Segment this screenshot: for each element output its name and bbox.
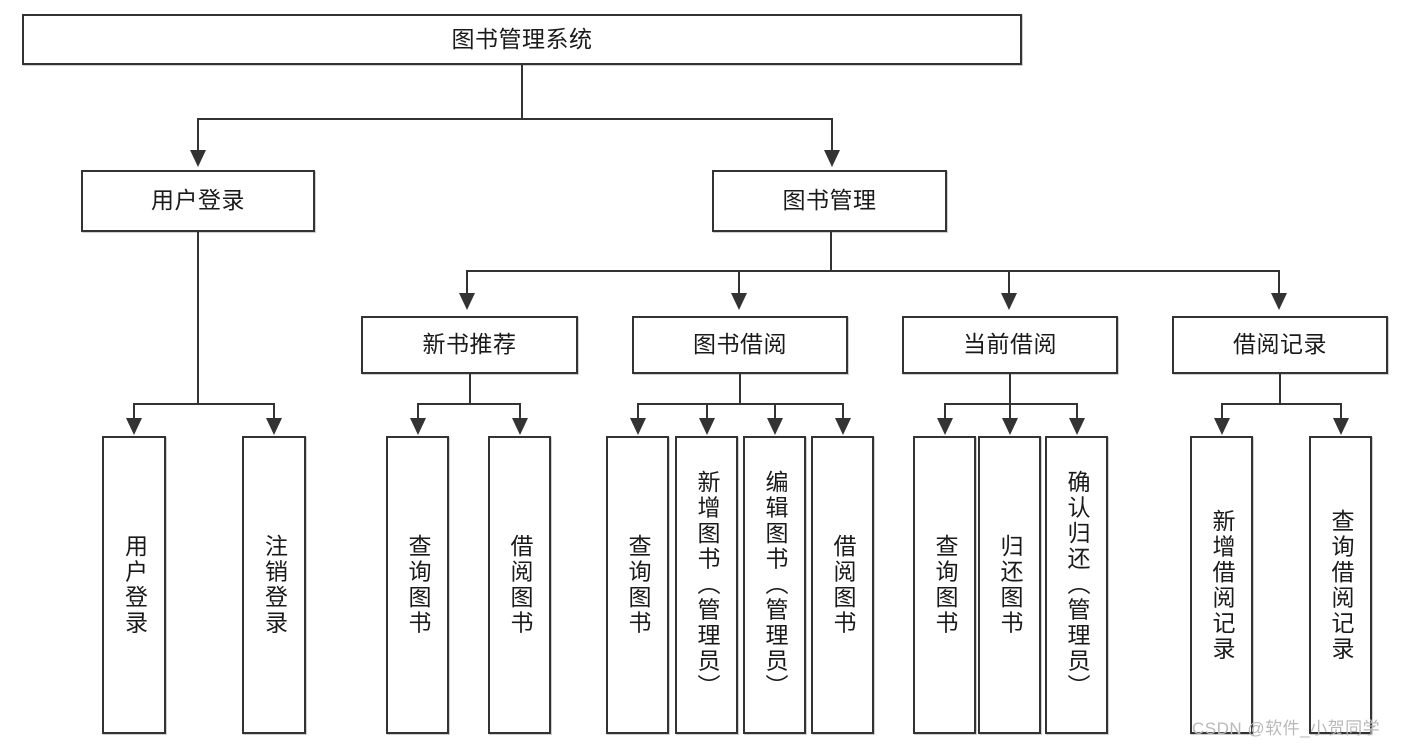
leaf-current-borrow-query[interactable]: 查询图书: [913, 436, 976, 734]
edge-borrow-records-leaf-1: [1221, 403, 1223, 420]
edge-bm-to-book-borrow: [738, 270, 740, 295]
node-label: 查询图书: [932, 534, 958, 636]
node-label: 查询图书: [405, 534, 431, 636]
edge-borrow-records-bus: [1221, 403, 1341, 405]
edge-new-book-leaf-1: [417, 403, 419, 420]
edge-user-login-to-leaf-1: [133, 403, 135, 420]
node-new-book-recommend[interactable]: 新书推荐: [361, 316, 578, 374]
arrowhead-borrow-records: [1271, 293, 1287, 310]
edge-user-login-bus: [133, 403, 275, 405]
edge-new-book-stem: [469, 374, 471, 403]
node-label: 用户登录: [151, 187, 245, 214]
node-label: 编辑图书（管理员）: [762, 470, 788, 700]
node-label: 注销登录: [261, 534, 288, 636]
node-borrow-records[interactable]: 借阅记录: [1172, 316, 1388, 374]
arrowhead-current-borrow-leaf-3: [1069, 418, 1085, 435]
node-label: 借阅图书: [507, 534, 533, 636]
edge-new-book-bus: [417, 403, 521, 405]
edge-current-borrow-stem: [1009, 374, 1011, 403]
edge-user-login-to-leaf-2: [273, 403, 275, 420]
leaf-current-borrow-return[interactable]: 归还图书: [978, 436, 1041, 734]
node-label: 用户登录: [121, 534, 148, 636]
edge-book-borrow-bus: [637, 403, 843, 405]
edge-book-borrow-leaf-3: [774, 403, 776, 420]
edge-current-borrow-leaf-2: [1009, 403, 1011, 420]
leaf-new-book-borrow[interactable]: 借阅图书: [488, 436, 551, 734]
node-label: 确认归还（管理员）: [1064, 470, 1090, 700]
edge-book-borrow-leaf-4: [842, 403, 844, 420]
edge-root-stem: [521, 65, 523, 118]
node-current-borrow[interactable]: 当前借阅: [902, 316, 1118, 374]
edge-current-borrow-leaf-3: [1076, 403, 1078, 420]
edge-book-management-bus: [466, 270, 1280, 272]
edge-root-to-book-management: [831, 118, 833, 151]
node-label: 归还图书: [997, 534, 1023, 636]
edge-new-book-leaf-2: [519, 403, 521, 420]
node-book-borrow[interactable]: 图书借阅: [632, 316, 848, 374]
arrowhead-new-book-leaf-1: [410, 418, 426, 435]
leaf-borrow-records-add[interactable]: 新增借阅记录: [1190, 436, 1253, 734]
leaf-book-borrow-query[interactable]: 查询图书: [606, 436, 669, 734]
leaf-book-borrow-edit[interactable]: 编辑图书（管理员）: [743, 436, 806, 734]
leaf-borrow-records-query[interactable]: 查询借阅记录: [1309, 436, 1372, 734]
node-label: 图书管理: [782, 187, 877, 214]
node-label: 新增借阅记录: [1209, 508, 1235, 662]
arrowhead-book-borrow-leaf-2: [699, 418, 715, 435]
node-book-management[interactable]: 图书管理: [712, 170, 947, 232]
arrowhead-book-borrow: [731, 293, 747, 310]
edge-current-borrow-leaf-1: [944, 403, 946, 420]
arrowhead-new-book-recommend: [459, 293, 475, 310]
node-label: 图书借阅: [693, 331, 787, 358]
edge-book-borrow-leaf-2: [706, 403, 708, 420]
arrowhead-user-login-leaf-1: [126, 418, 142, 435]
edge-book-borrow-leaf-1: [637, 403, 639, 420]
arrowhead-borrow-records-leaf-2: [1333, 418, 1349, 435]
arrowhead-new-book-leaf-2: [512, 418, 528, 435]
node-user-login[interactable]: 用户登录: [81, 170, 315, 232]
node-label: 新增图书（管理员）: [694, 470, 720, 700]
arrowhead-current-borrow: [1001, 293, 1017, 310]
leaf-user-login-login[interactable]: 用户登录: [102, 436, 166, 734]
leaf-current-borrow-confirm-return[interactable]: 确认归还（管理员）: [1045, 436, 1108, 734]
edge-book-management-stem: [830, 232, 832, 272]
edge-user-login-stem: [197, 232, 199, 405]
edge-borrow-records-leaf-2: [1340, 403, 1342, 420]
node-label: 借阅图书: [830, 534, 856, 636]
arrowhead-to-book-management: [824, 150, 840, 167]
node-label: 图书管理系统: [451, 25, 593, 52]
edge-bm-to-new-book: [466, 270, 468, 295]
arrowhead-book-borrow-leaf-3: [767, 418, 783, 435]
arrowhead-book-borrow-leaf-4: [835, 418, 851, 435]
arrowhead-current-borrow-leaf-2: [1002, 418, 1018, 435]
node-label: 新书推荐: [422, 331, 517, 358]
leaf-book-borrow-add[interactable]: 新增图书（管理员）: [675, 436, 738, 734]
node-label: 当前借阅: [963, 331, 1057, 358]
arrowhead-to-user-login: [190, 150, 206, 167]
edge-bm-to-current-borrow: [1008, 270, 1010, 295]
edge-borrow-records-stem: [1279, 374, 1281, 403]
arrowhead-current-borrow-leaf-1: [937, 418, 953, 435]
node-root-book-management-system[interactable]: 图书管理系统: [22, 14, 1022, 65]
node-label: 查询图书: [625, 534, 651, 636]
node-label: 借阅记录: [1233, 331, 1327, 358]
arrowhead-borrow-records-leaf-1: [1214, 418, 1230, 435]
edge-root-bus: [197, 118, 833, 120]
node-label: 查询借阅记录: [1328, 508, 1354, 662]
leaf-new-book-query[interactable]: 查询图书: [386, 436, 449, 734]
csdn-watermark: CSDN @软件_小贺同学: [1192, 719, 1381, 738]
leaf-book-borrow-borrow[interactable]: 借阅图书: [811, 436, 874, 734]
edge-book-borrow-stem: [739, 374, 741, 403]
edge-bm-to-borrow-records: [1278, 270, 1280, 295]
leaf-user-login-logout[interactable]: 注销登录: [242, 436, 306, 734]
arrowhead-book-borrow-leaf-1: [630, 418, 646, 435]
edge-root-to-user-login: [197, 118, 199, 151]
arrowhead-user-login-leaf-2: [266, 418, 282, 435]
